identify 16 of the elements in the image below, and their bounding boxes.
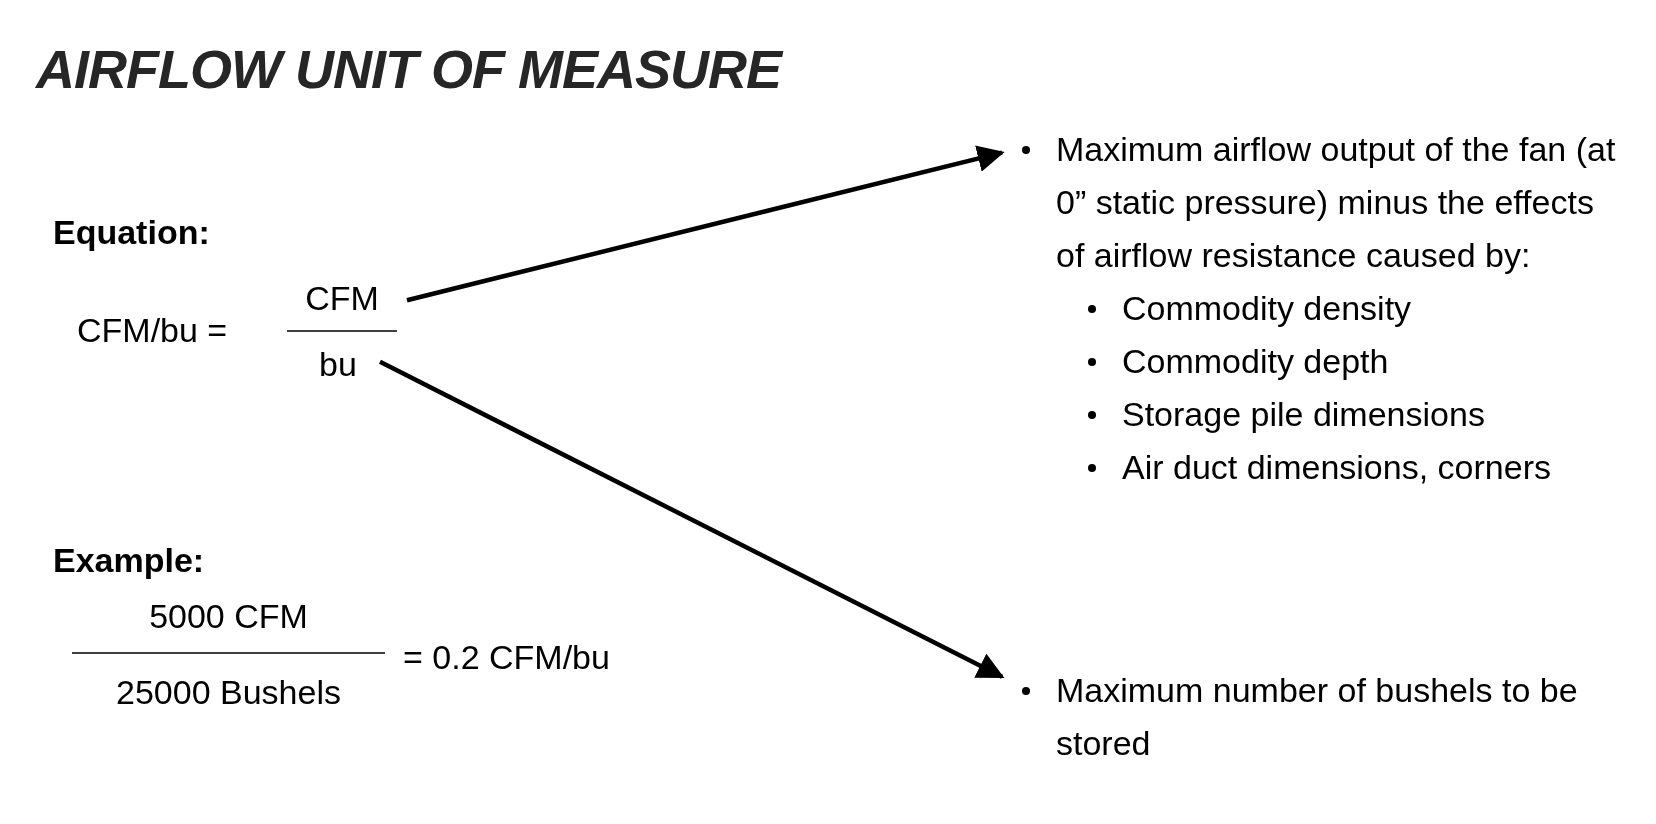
sub-bullet-text: Commodity depth xyxy=(1122,342,1389,380)
section-heading: Example: xyxy=(53,540,205,580)
numerator-text: 5000 CFM xyxy=(148,596,309,636)
equation-text: CFM/bu = xyxy=(77,310,228,350)
arrow xyxy=(406,145,1005,303)
sub-bullet-text: Air duct dimensions, corners xyxy=(1122,448,1551,486)
denominator-text: 25000 Bushels xyxy=(115,672,342,712)
arrow xyxy=(379,359,1005,679)
result-text: = 0.2 CFM/bu xyxy=(403,637,610,677)
bullet-text: Maximum number of bushels to be stored xyxy=(1056,671,1578,762)
sub-bullet-text: Commodity density xyxy=(1122,289,1412,327)
sub-bullet-text: Storage pile dimensions xyxy=(1122,395,1485,433)
bullet-text: Maximum airflow output of the fan (at 0” static pressure) minus the effects of airflow resistance caused by: xyxy=(1056,130,1616,274)
fraction-term: CFM xyxy=(294,276,390,320)
fraction-term: bu xyxy=(313,342,363,386)
section-heading: Equation: xyxy=(53,212,210,252)
